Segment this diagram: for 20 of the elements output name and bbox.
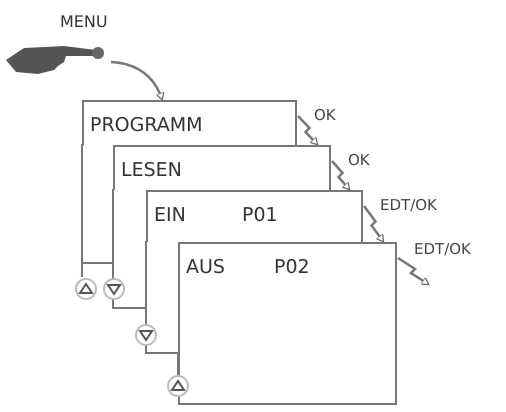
arrow	[363, 205, 384, 242]
screen-text: LESEN	[121, 161, 182, 180]
edge-label: OK	[314, 108, 336, 123]
edge-label: EDT/OK	[380, 198, 437, 213]
arrow	[297, 115, 318, 146]
display-screen	[113, 145, 331, 190]
screen-text: PROGRAMM	[90, 116, 203, 135]
screen-text: AUS	[186, 258, 225, 277]
display-screen	[146, 190, 363, 242]
button-label: MENU	[60, 14, 108, 30]
arrow	[331, 160, 350, 190]
screen-text: P01	[242, 206, 278, 225]
screen-text: EIN	[154, 206, 186, 225]
arrow	[110, 60, 164, 101]
screen-text: P02	[274, 258, 310, 277]
edge-label: EDT/OK	[414, 242, 471, 257]
display-screen	[178, 242, 397, 405]
arrow	[397, 256, 430, 286]
display-screen	[82, 100, 297, 145]
edge-label: OK	[348, 153, 370, 168]
